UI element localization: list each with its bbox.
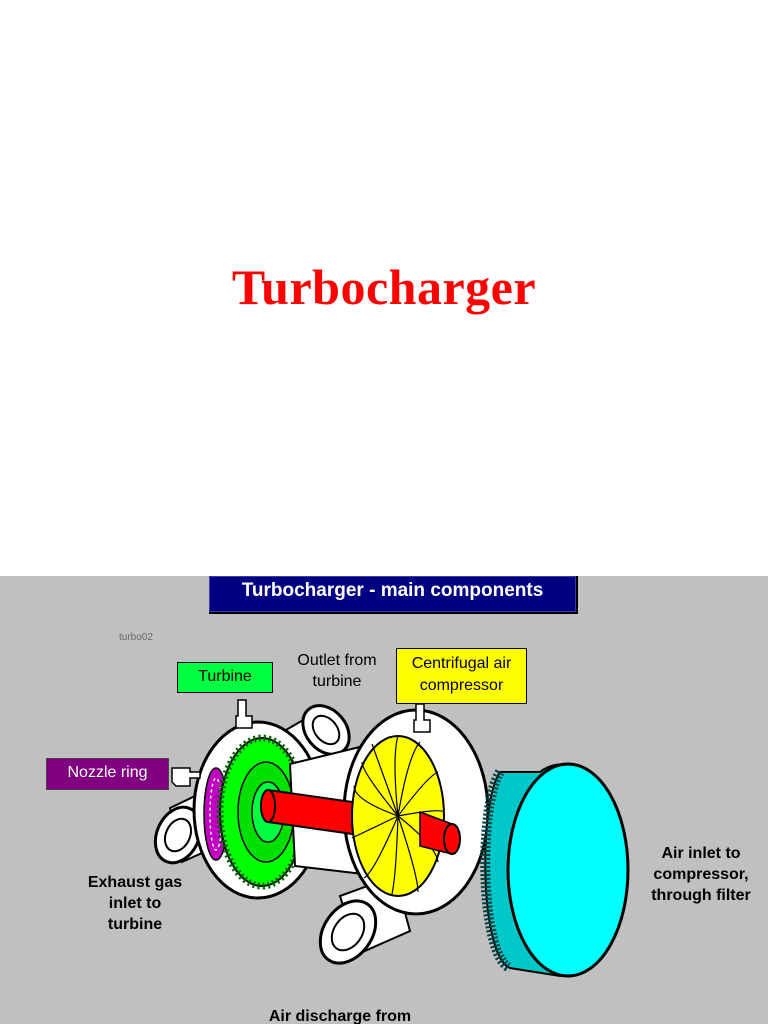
- pointing-hand-icon: [171, 767, 201, 787]
- air-inlet-callout-line3: through filter: [651, 887, 751, 904]
- outlet-callout-line2: turbine: [312, 673, 362, 690]
- compressor-label: Centrifugal air compressor: [396, 648, 527, 704]
- exhaust-callout-line1: Exhaust gas: [87, 874, 183, 891]
- page-title: Turbocharger: [231, 259, 537, 315]
- nozzle-ring-label: Nozzle ring: [46, 758, 169, 790]
- exhaust-callout: Exhaust gas inlet to turbine: [70, 872, 200, 935]
- outlet-callout-line1: Outlet from: [297, 652, 377, 669]
- compressor-impeller: [351, 735, 461, 897]
- discharge-callout: Air discharge from: [250, 1006, 430, 1024]
- air-inlet-filter: [480, 762, 630, 978]
- turbocharger-illustration: [153, 699, 630, 978]
- exhaust-callout-line2: inlet to: [108, 895, 162, 912]
- compressor-label-line1: Centrifugal air: [411, 655, 512, 672]
- compressor-label-line2: compressor: [419, 677, 504, 694]
- outlet-callout: Outlet from turbine: [287, 650, 387, 692]
- discharge-callout-line1: Air discharge from: [268, 1008, 412, 1024]
- pointing-hand-icon: [413, 703, 431, 733]
- exhaust-callout-line3: turbine: [107, 916, 163, 933]
- pointing-hand-icon: [235, 699, 253, 729]
- air-inlet-callout: Air inlet to compressor, through filter: [642, 843, 760, 906]
- diagram-header: Turbocharger - main components: [209, 576, 578, 614]
- turbine-label: Turbine: [177, 662, 273, 693]
- image-code: turbo02: [119, 632, 153, 643]
- air-inlet-callout-line2: compressor,: [653, 866, 749, 883]
- turbocharger-diagram: Turbocharger - main components turbo02 T…: [0, 576, 768, 1024]
- air-inlet-callout-line1: Air inlet to: [661, 845, 741, 862]
